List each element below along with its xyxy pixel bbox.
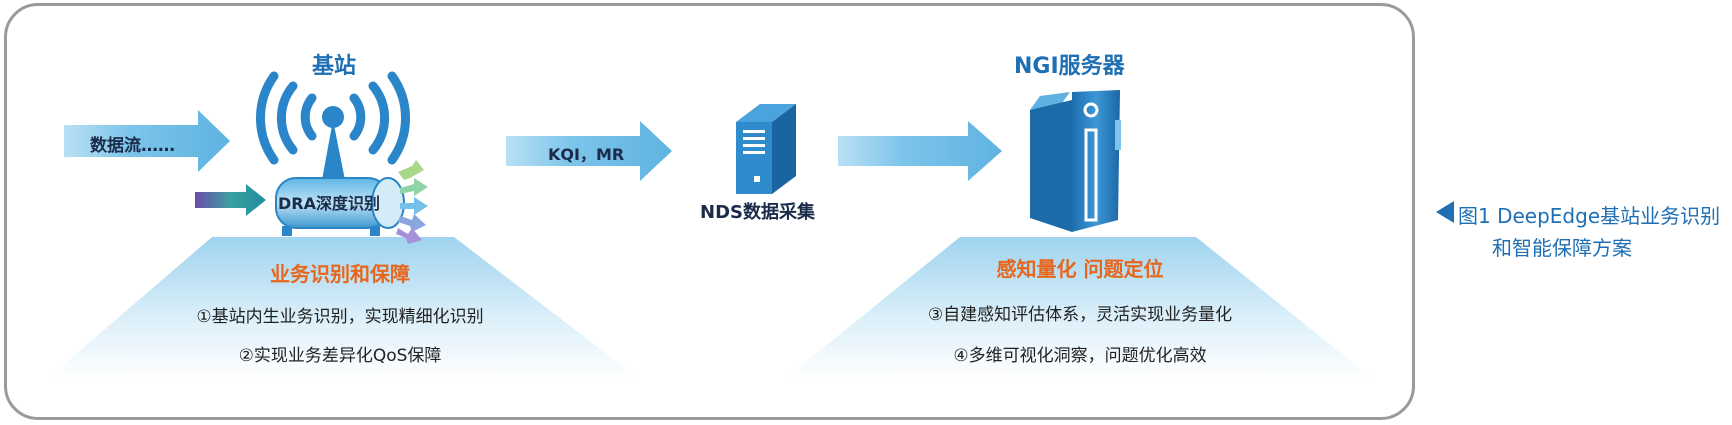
data-flow-arrow	[64, 110, 230, 172]
ngi-bullet-2: ④多维可视化洞察，问题优化高效	[953, 346, 1207, 366]
base-station-section-title: 业务识别和保障	[270, 262, 410, 286]
base-station-platform	[48, 237, 638, 378]
ngi-platform	[786, 237, 1372, 378]
figure-caption-line1: 图1 DeepEdge基站业务识别	[1458, 204, 1721, 228]
caption-pointer-icon	[1436, 201, 1454, 223]
nds-label: NDS数据采集	[700, 202, 815, 223]
antenna-icon	[256, 71, 410, 180]
ngi-arrow	[838, 121, 1002, 181]
data-flow-label: 数据流……	[90, 136, 175, 156]
nds-server-icon	[736, 104, 796, 194]
base-station-title: 基站	[311, 54, 356, 79]
dra-cylinder	[275, 177, 405, 236]
kqi-mr-label: KQI，MR	[548, 145, 625, 164]
figure-caption-line2: 和智能保障方案	[1492, 236, 1632, 260]
base-station-bullet-2: ②实现业务差异化QoS保障	[238, 346, 442, 366]
ngi-title: NGI服务器	[1014, 54, 1125, 79]
ngi-bullet-1: ③自建感知评估体系，灵活实现业务量化	[927, 305, 1233, 325]
kqi-arrow	[506, 121, 672, 181]
ngi-section-title: 感知量化 问题定位	[996, 257, 1164, 281]
ngi-server-icon	[1030, 90, 1121, 232]
dra-input-arrow	[195, 184, 266, 216]
dra-output-arrows	[396, 160, 428, 244]
base-station-bullet-1: ①基站内生业务识别，实现精细化识别	[196, 307, 484, 327]
dra-label: DRA深度识别	[278, 194, 380, 213]
